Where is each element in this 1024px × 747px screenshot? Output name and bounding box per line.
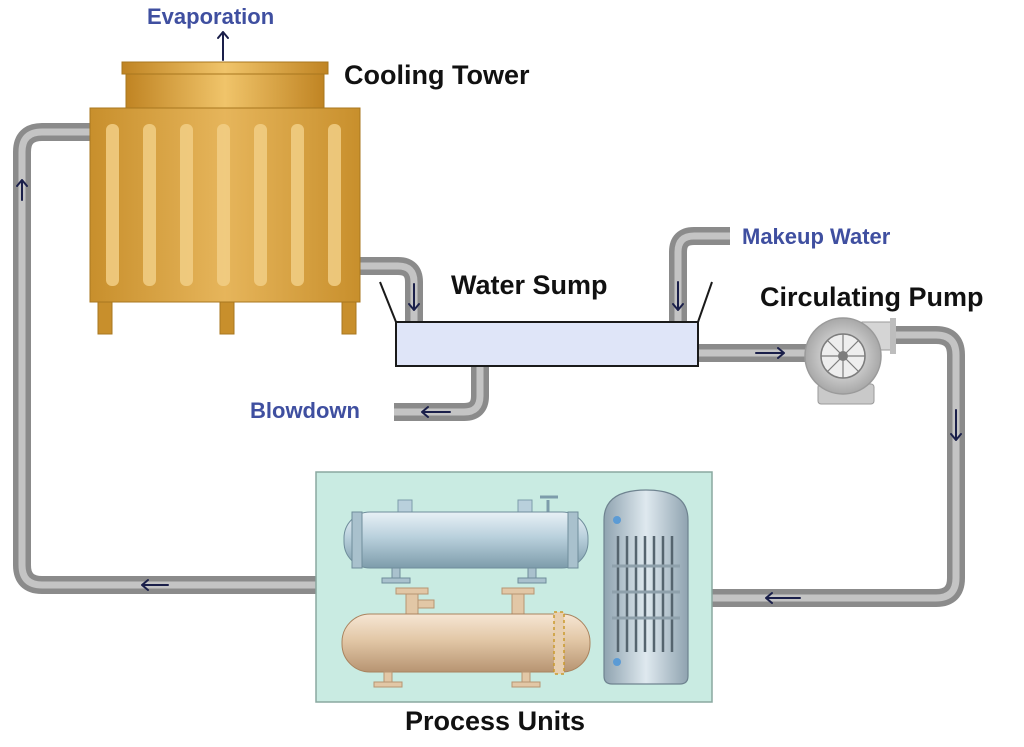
up-arrow-icon [217,31,229,61]
heat-exchanger-top [343,495,589,584]
flow-arrows [16,31,962,604]
blowdown-label: Blowdown [250,398,360,423]
tower-to-sump-pipe [358,257,423,322]
water-sump [379,281,713,367]
right-arrow-icon [755,347,785,359]
blowdown-pipe [394,366,489,421]
process-units [315,471,713,703]
circulating-pump-label: Circulating Pump [760,282,984,312]
down-arrow-icon [950,409,962,441]
makeup-water-label: Makeup Water [742,224,891,249]
heat-exchanger-bottom [341,587,591,688]
circulating-pump [804,317,896,405]
down-arrow-icon [408,283,420,311]
pipe-network [13,123,965,607]
cooling-tower-label: Cooling Tower [344,60,530,90]
cooling-tower [89,61,361,335]
up-arrow-icon [16,179,28,201]
water-sump-label: Water Sump [451,270,608,300]
evaporation-label: Evaporation [147,4,275,29]
process-units-label: Process Units [405,706,586,736]
left-arrow-icon [141,579,169,591]
down-arrow-icon [672,281,684,311]
vertical-tank [603,489,689,685]
left-arrow-icon [421,406,451,418]
left-arrow-icon [765,592,801,604]
makeup-water-pipe [669,227,730,322]
fan-icon [820,333,866,379]
